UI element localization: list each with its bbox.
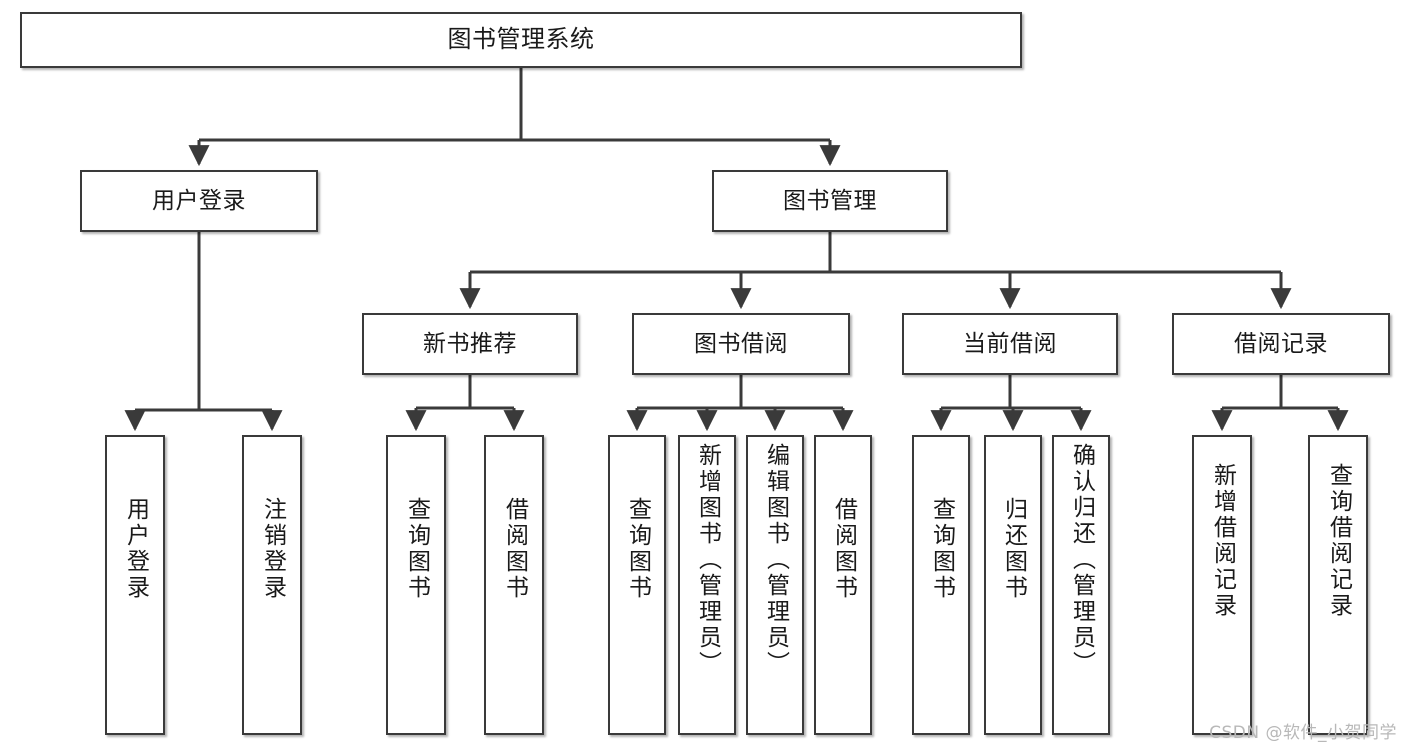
node-borrow-record-label: 借阅记录 xyxy=(1234,330,1328,357)
node-leaf-add-record-label: 新增借阅记录 xyxy=(1209,463,1236,619)
node-book-borrow[interactable]: 图书借阅 xyxy=(632,313,850,375)
node-leaf-query-record-label: 查询借阅记录 xyxy=(1325,463,1352,619)
node-user-login-label: 用户登录 xyxy=(152,187,246,214)
node-leaf-add-book[interactable]: 新增图书（管理员） xyxy=(678,435,736,735)
node-leaf-edit-book[interactable]: 编辑图书（管理员） xyxy=(746,435,804,735)
node-book-borrow-label: 图书借阅 xyxy=(694,330,788,357)
node-leaf-borrow-book-2-label: 借阅图书 xyxy=(830,497,857,601)
node-borrow-record[interactable]: 借阅记录 xyxy=(1172,313,1390,375)
node-new-book-recommend-label: 新书推荐 xyxy=(423,330,517,357)
node-new-book-recommend[interactable]: 新书推荐 xyxy=(362,313,578,375)
node-leaf-borrow-book-1-label: 借阅图书 xyxy=(501,497,528,601)
node-leaf-query-book-3[interactable]: 查询图书 xyxy=(912,435,970,735)
node-book-management-label: 图书管理 xyxy=(783,187,877,214)
node-leaf-user-login[interactable]: 用户登录 xyxy=(105,435,165,735)
node-leaf-add-record[interactable]: 新增借阅记录 xyxy=(1192,435,1252,735)
node-leaf-query-book-3-label: 查询图书 xyxy=(928,497,955,601)
node-leaf-borrow-book-1[interactable]: 借阅图书 xyxy=(484,435,544,735)
node-leaf-user-logout-label: 注销登录 xyxy=(259,497,286,601)
node-leaf-query-record[interactable]: 查询借阅记录 xyxy=(1308,435,1368,735)
node-current-borrow-label: 当前借阅 xyxy=(963,330,1057,357)
node-leaf-edit-book-label: 编辑图书（管理员） xyxy=(762,443,789,677)
node-leaf-query-book-2-label: 查询图书 xyxy=(624,497,651,601)
node-leaf-add-book-label: 新增图书（管理员） xyxy=(694,443,721,677)
node-leaf-query-book-1-label: 查询图书 xyxy=(403,497,430,601)
node-leaf-borrow-book-2[interactable]: 借阅图书 xyxy=(814,435,872,735)
watermark-text: CSDN @软件_小贺同学 xyxy=(1209,723,1397,743)
node-leaf-user-logout[interactable]: 注销登录 xyxy=(242,435,302,735)
node-root[interactable]: 图书管理系统 xyxy=(20,12,1022,68)
node-leaf-query-book-1[interactable]: 查询图书 xyxy=(386,435,446,735)
node-current-borrow[interactable]: 当前借阅 xyxy=(902,313,1118,375)
node-book-management[interactable]: 图书管理 xyxy=(712,170,948,232)
node-root-label: 图书管理系统 xyxy=(447,25,595,54)
node-leaf-return-book-label: 归还图书 xyxy=(1000,497,1027,601)
node-user-login[interactable]: 用户登录 xyxy=(80,170,318,232)
node-leaf-confirm-return[interactable]: 确认归还（管理员） xyxy=(1052,435,1110,735)
node-leaf-user-login-label: 用户登录 xyxy=(122,497,149,601)
node-leaf-query-book-2[interactable]: 查询图书 xyxy=(608,435,666,735)
node-leaf-confirm-return-label: 确认归还（管理员） xyxy=(1068,443,1095,677)
node-leaf-return-book[interactable]: 归还图书 xyxy=(984,435,1042,735)
